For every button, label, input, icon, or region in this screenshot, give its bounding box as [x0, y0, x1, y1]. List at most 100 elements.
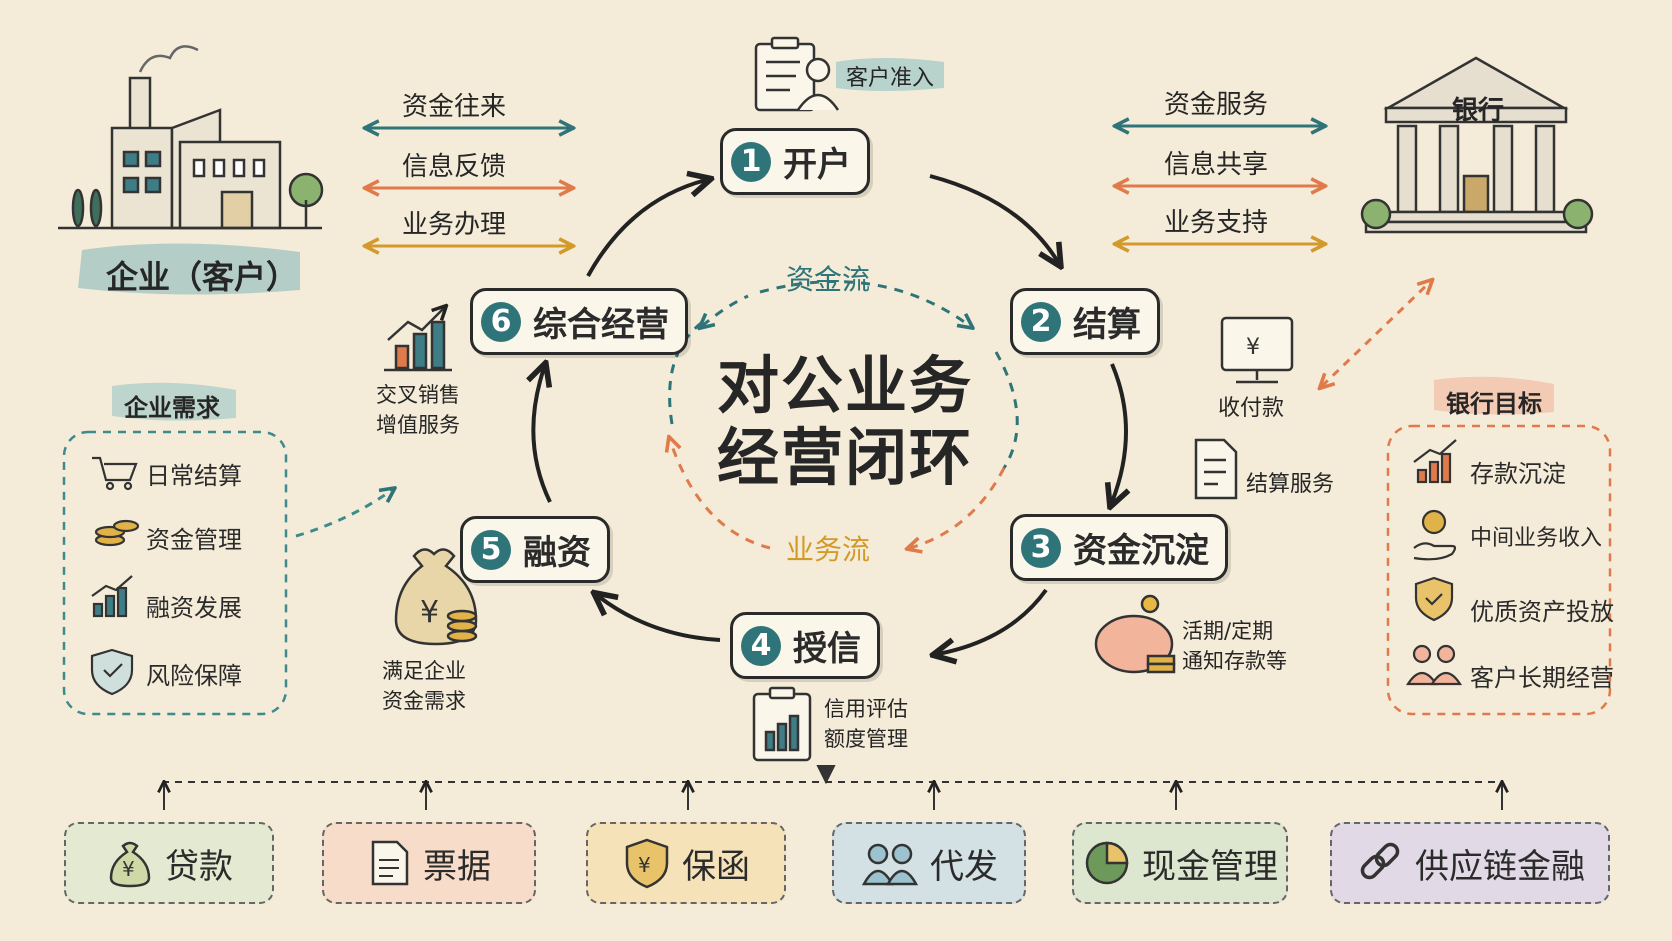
cart-icon — [92, 456, 138, 491]
settlement-service-label: 结算服务 — [1246, 472, 1335, 497]
need-item: 资金管理 — [146, 520, 242, 555]
left-arrow-label-1: 资金往来 — [402, 92, 507, 122]
deposit-growth-icon — [1413, 439, 1457, 484]
step-number: 2 — [1021, 301, 1061, 342]
shield-check-icon — [90, 648, 134, 696]
step-settlement[interactable]: 2 结算 — [1010, 288, 1160, 355]
cross-sell-label: 交叉销售 增值服务 — [376, 380, 460, 440]
center-title: 对公业务 经营闭环 — [700, 350, 990, 494]
cross-sell-line-2: 增值服务 — [376, 413, 460, 437]
product-label: 代发 — [930, 846, 998, 887]
computer-yuan-icon: ¥ — [1220, 316, 1294, 384]
goal-item-label: 中间业务收入 — [1470, 526, 1603, 551]
enterprise-label: 企业（客户） — [106, 258, 299, 296]
goal-item-label: 客户长期经营 — [1470, 664, 1614, 692]
bank-goals-title: 银行目标 — [1446, 390, 1542, 418]
cycle-arrows — [533, 176, 1126, 654]
financing-note-line-2: 资金需求 — [382, 689, 466, 713]
quality-shield-icon — [1414, 576, 1454, 622]
piggy-bank-icon — [1094, 594, 1176, 674]
step-number: 1 — [731, 141, 771, 182]
bank-goals-panel — [1386, 424, 1612, 716]
svg-text:¥: ¥ — [122, 857, 135, 881]
credit-note-line-1: 信用评估 — [824, 697, 908, 721]
deposit-types-line-2: 通知存款等 — [1182, 649, 1287, 673]
cross-sell-line-1: 交叉销售 — [376, 383, 460, 407]
need-item-label: 融资发展 — [146, 594, 242, 622]
center-title-line-1: 对公业务 — [716, 349, 973, 422]
needs-title-highlight — [112, 382, 236, 421]
factory-icon — [58, 45, 324, 230]
product-card-loan[interactable]: ¥ 贷款 — [64, 822, 274, 904]
product-card-bills[interactable]: 票据 — [322, 822, 536, 904]
right-arrow-label-3: 业务支持 — [1164, 208, 1269, 238]
step-label: 开户 — [783, 145, 851, 185]
shield-icon: ¥ — [625, 838, 669, 889]
need-item: 风险保障 — [146, 656, 242, 691]
needs-to-cycle-arrow — [295, 490, 392, 538]
goal-item: 优质资产投放 — [1470, 592, 1614, 627]
need-item-label: 日常结算 — [146, 462, 242, 490]
deposit-types-label: 活期/定期 通知存款等 — [1182, 616, 1287, 676]
svg-text:¥: ¥ — [420, 595, 439, 630]
step-label: 结算 — [1073, 305, 1141, 345]
growth-icon — [91, 575, 133, 618]
need-item: 日常结算 — [146, 456, 242, 491]
product-card-supply-chain-finance[interactable]: 供应链金融 — [1330, 822, 1610, 904]
step-label: 融资 — [523, 533, 591, 573]
bank-label: 银行 — [1452, 96, 1505, 126]
step-fund-deposit[interactable]: 3 资金沉淀 — [1010, 514, 1228, 581]
product-card-guarantee[interactable]: ¥ 保函 — [586, 822, 786, 904]
enterprise-needs-panel — [62, 430, 288, 716]
goal-item-label: 存款沉淀 — [1470, 460, 1566, 488]
need-item: 融资发展 — [146, 588, 242, 623]
goal-item-label: 优质资产投放 — [1470, 598, 1614, 626]
center-flow-ring — [670, 280, 1019, 548]
growth-chart-icon — [384, 308, 452, 372]
pie-chart-icon — [1085, 841, 1129, 885]
deposit-types-line-1: 活期/定期 — [1182, 619, 1274, 643]
right-arrow-label-1: 资金服务 — [1164, 90, 1269, 120]
goals-title-highlight — [1434, 376, 1554, 415]
product-connector-bus — [164, 765, 1502, 810]
step-integrated-operation[interactable]: 6 综合经营 — [470, 288, 688, 355]
document-icon — [371, 840, 409, 886]
left-arrow-label-2: 信息反馈 — [402, 152, 507, 182]
clipboard-person-icon — [754, 36, 840, 112]
svg-text:¥: ¥ — [638, 853, 651, 877]
step-number: 4 — [741, 625, 781, 666]
product-label: 供应链金融 — [1415, 846, 1585, 887]
step-label: 资金沉淀 — [1073, 531, 1209, 571]
capital-flow-label: 资金流 — [786, 263, 871, 296]
chain-link-icon — [1360, 842, 1400, 880]
credit-note-line-2: 额度管理 — [824, 727, 908, 751]
product-card-cash-management[interactable]: 现金管理 — [1072, 822, 1288, 904]
customer-access-highlight — [836, 58, 944, 91]
svg-text:¥: ¥ — [1246, 335, 1260, 360]
step-open-account[interactable]: 1 开户 — [720, 128, 870, 195]
enterprise-bank-arrows — [368, 126, 1322, 246]
settlement-doc-icon — [1194, 438, 1238, 500]
money-bag-icon: ¥ — [109, 841, 151, 888]
step-label: 授信 — [793, 629, 861, 669]
step-number: 5 — [471, 529, 511, 570]
step-credit-grant[interactable]: 4 授信 — [730, 612, 880, 679]
credit-clipboard-icon — [752, 686, 812, 762]
goal-item: 中间业务收入 — [1470, 520, 1602, 552]
need-item-label: 风险保障 — [146, 662, 242, 690]
enterprise-needs-title: 企业需求 — [124, 394, 220, 422]
step-financing[interactable]: 5 融资 — [460, 516, 610, 583]
product-card-payroll[interactable]: 代发 — [832, 822, 1026, 904]
goal-item: 存款沉淀 — [1470, 454, 1566, 489]
customer-access-label: 客户准入 — [846, 66, 935, 91]
coins-icon — [94, 519, 140, 547]
center-title-line-2: 经营闭环 — [716, 421, 973, 494]
product-label: 保函 — [682, 846, 750, 887]
credit-note-label: 信用评估 额度管理 — [824, 694, 908, 754]
hand-coin-icon — [1413, 509, 1457, 561]
people-icon — [861, 843, 919, 886]
payments-label: 收付款 — [1218, 396, 1285, 421]
product-label: 贷款 — [165, 846, 233, 887]
